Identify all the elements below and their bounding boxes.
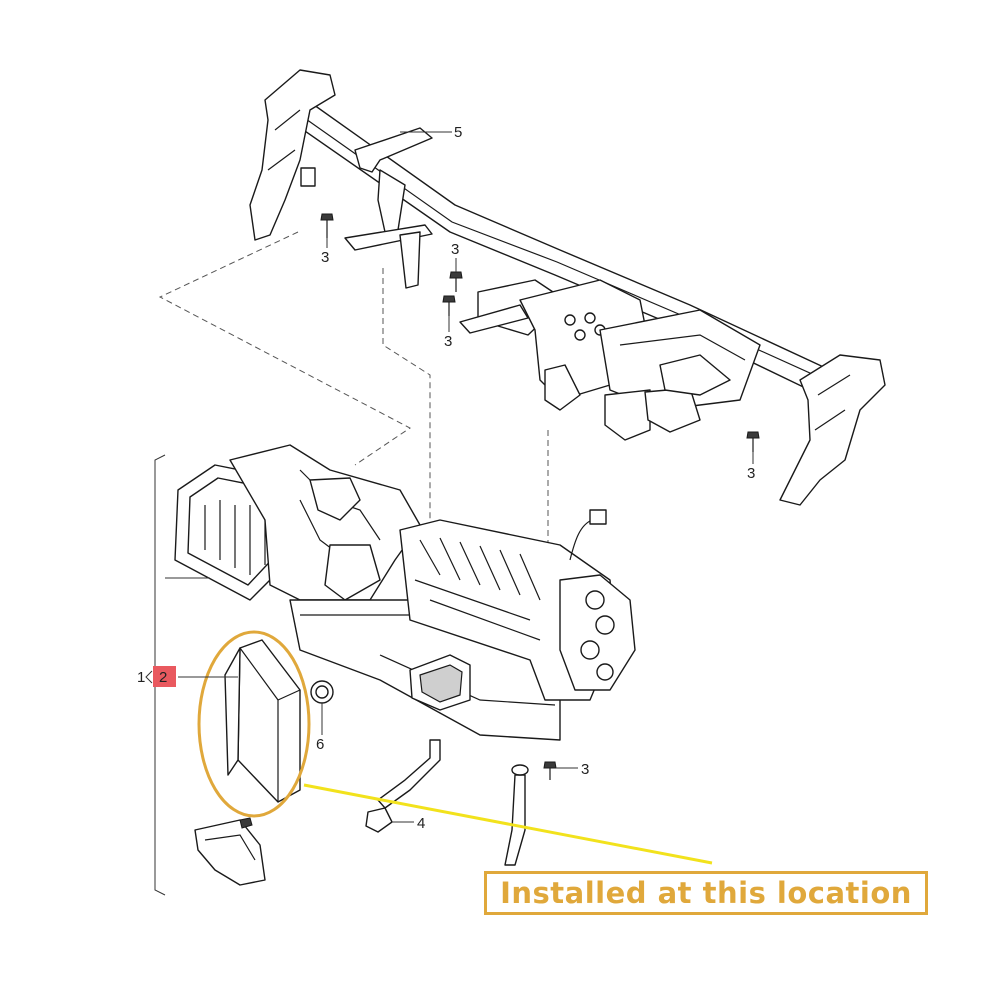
- fastener-bolts: [320, 213, 760, 780]
- callout-leaders: [165, 131, 754, 823]
- callout-3-mid-top: 3: [451, 241, 459, 258]
- callout-2: 2: [159, 669, 167, 686]
- installation-label: Installed at this location: [484, 871, 928, 915]
- callout-2-highlight: [153, 666, 176, 687]
- cross-car-beam: [249, 69, 886, 506]
- callout-3-right: 3: [747, 465, 755, 482]
- callout-1: 1: [137, 669, 145, 686]
- callout-6: 6: [316, 736, 324, 753]
- filter-element: [224, 639, 301, 803]
- callout-3-lower: 3: [581, 761, 589, 778]
- bolt-icon: [746, 431, 760, 452]
- bolt-icon: [442, 295, 456, 316]
- bolt-icon: [320, 213, 334, 238]
- callout-5: 5: [454, 124, 462, 141]
- bolt-icon: [543, 761, 557, 780]
- hvac-housing: [174, 444, 636, 886]
- bolt-icon: [449, 271, 463, 292]
- callout-4: 4: [417, 815, 425, 832]
- callout-3-mid-bottom: 3: [444, 333, 452, 350]
- installation-highlight: [197, 630, 713, 865]
- callout-3-left: 3: [321, 249, 329, 266]
- callout-numbers: 5 3 3 3 3 3 6 4 1 2: [137, 124, 755, 832]
